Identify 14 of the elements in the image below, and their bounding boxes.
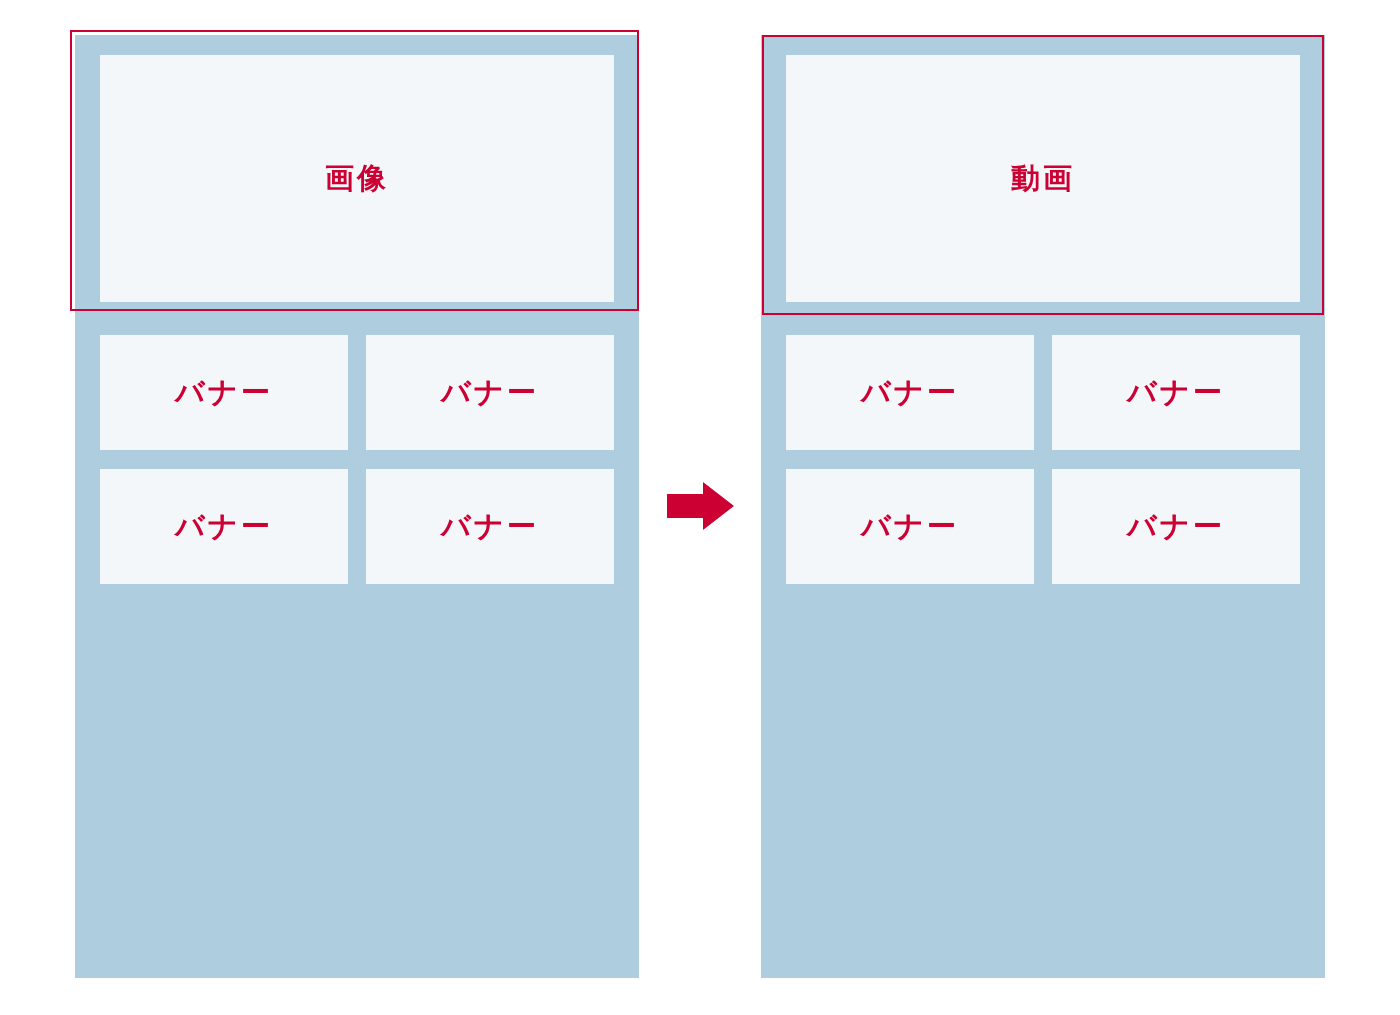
banner-box: バナー — [100, 335, 348, 450]
banner-box: バナー — [366, 335, 614, 450]
arrow — [667, 482, 734, 530]
banner-box: バナー — [786, 335, 1034, 450]
banner-box: バナー — [100, 469, 348, 584]
highlight-frame — [762, 35, 1324, 315]
banner-box: バナー — [1052, 335, 1300, 450]
banner-box: バナー — [366, 469, 614, 584]
hero-box: 画像 — [100, 55, 614, 302]
banner-box: バナー — [786, 469, 1034, 584]
highlight-frame — [70, 30, 639, 311]
layout-panel — [761, 35, 1325, 978]
hero-box: 動画 — [786, 55, 1300, 302]
banner-box: バナー — [1052, 469, 1300, 584]
